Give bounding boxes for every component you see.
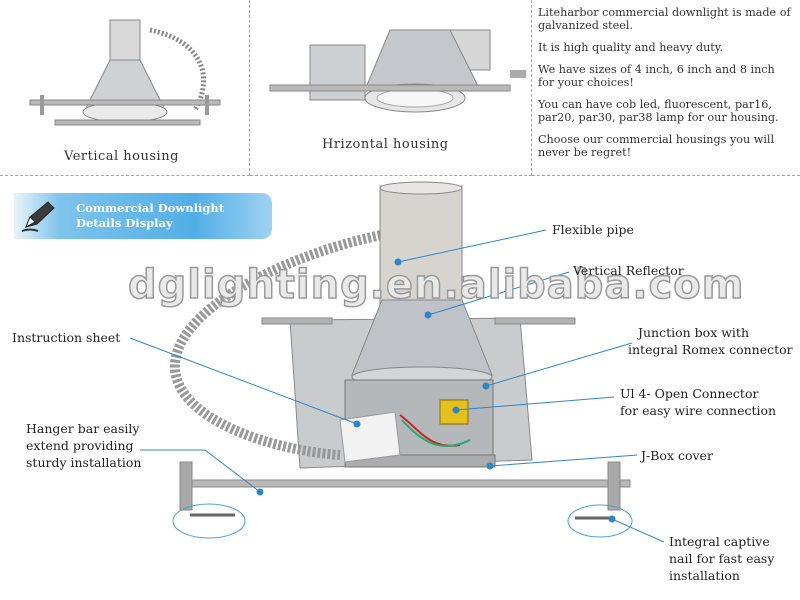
section-badge: Commercial Downlight Details Display xyxy=(14,193,272,239)
horizontal-housing-caption: Hrizontal housing xyxy=(322,137,449,152)
horizontal-housing-illustration xyxy=(269,29,526,113)
label-ul-connector-line-2: for easy wire connection xyxy=(620,403,777,418)
leader-flexible-pipe xyxy=(397,229,547,263)
upper-bracket-left xyxy=(261,317,333,325)
label-hanger-bar-line-3: sturdy installation xyxy=(26,455,142,470)
badge-text: Commercial Downlight Details Display xyxy=(76,201,224,231)
horizontal-housing-panel: Hrizontal housing xyxy=(250,0,532,176)
vertical-reflector xyxy=(351,299,493,376)
description-line: Choose our commercial housings you will … xyxy=(538,133,775,159)
description-line: We have sizes of 4 inch, 6 inch and 8 in… xyxy=(538,63,775,89)
label-hanger-bar-line-1: Hanger bar easily xyxy=(26,421,140,436)
label-captive-nail: Integral captive nail for fast easy inst… xyxy=(669,533,774,584)
leader-junction-box xyxy=(485,342,633,387)
ul-connector xyxy=(439,399,469,425)
description-line: Liteharbor commercial downlight is made … xyxy=(538,6,791,32)
label-flexible-pipe: Flexible pipe xyxy=(552,222,634,237)
label-hanger-bar: Hanger bar easily extend providing sturd… xyxy=(26,420,142,471)
description-panel: Liteharbor commercial downlight is made … xyxy=(532,0,800,176)
badge-line-2: Details Display xyxy=(76,216,173,230)
vertical-housing-illustration xyxy=(29,19,221,126)
upper-bracket-right xyxy=(494,317,576,325)
description-line: It is high quality and heavy duty. xyxy=(538,41,724,54)
label-junction-box-line-1: Junction box with xyxy=(638,325,750,340)
junction-box xyxy=(344,379,494,461)
label-captive-nail-line-1: Integral captive xyxy=(669,534,770,549)
label-junction-box-line-2: integral Romex connector xyxy=(628,342,793,357)
instruction-sheet xyxy=(339,411,401,463)
label-captive-nail-line-2: nail for fast easy xyxy=(669,551,775,566)
label-ul-connector: Ul 4- Open Connector for easy wire conne… xyxy=(620,385,776,419)
leader-captive-nail xyxy=(611,518,665,543)
jbox-cover xyxy=(344,454,496,468)
vertical-housing-panel: Vertical housing xyxy=(0,0,250,176)
label-instruction-sheet: Instruction sheet xyxy=(12,330,121,345)
label-hanger-bar-line-2: extend providing xyxy=(26,438,134,453)
pencil-icon xyxy=(21,201,55,232)
label-captive-nail-line-3: installation xyxy=(669,568,740,583)
nail-highlight-left xyxy=(172,503,246,539)
hanger-bar xyxy=(189,479,631,488)
leader-ul-connector xyxy=(455,396,615,411)
label-ul-connector-line-1: Ul 4- Open Connector xyxy=(620,386,759,401)
nail-highlight-right xyxy=(567,504,633,538)
label-jbox-cover: J-Box cover xyxy=(641,448,713,463)
badge-line-1: Commercial Downlight xyxy=(76,201,225,215)
label-vertical-reflector: Vertical Reflector xyxy=(573,263,684,278)
leader-jbox-cover xyxy=(489,454,638,467)
leader-instruction-sheet xyxy=(129,337,358,425)
label-junction-box: Junction box with integral Romex connect… xyxy=(628,324,793,358)
vertical-housing-caption: Vertical housing xyxy=(64,149,179,164)
description-line: You can have cob led, fluorescent, par16… xyxy=(538,98,779,124)
watermark: dglighting.en.alibaba.com xyxy=(127,261,745,309)
leader-hanger-bar-b xyxy=(204,449,261,493)
mounting-plate xyxy=(289,317,533,469)
